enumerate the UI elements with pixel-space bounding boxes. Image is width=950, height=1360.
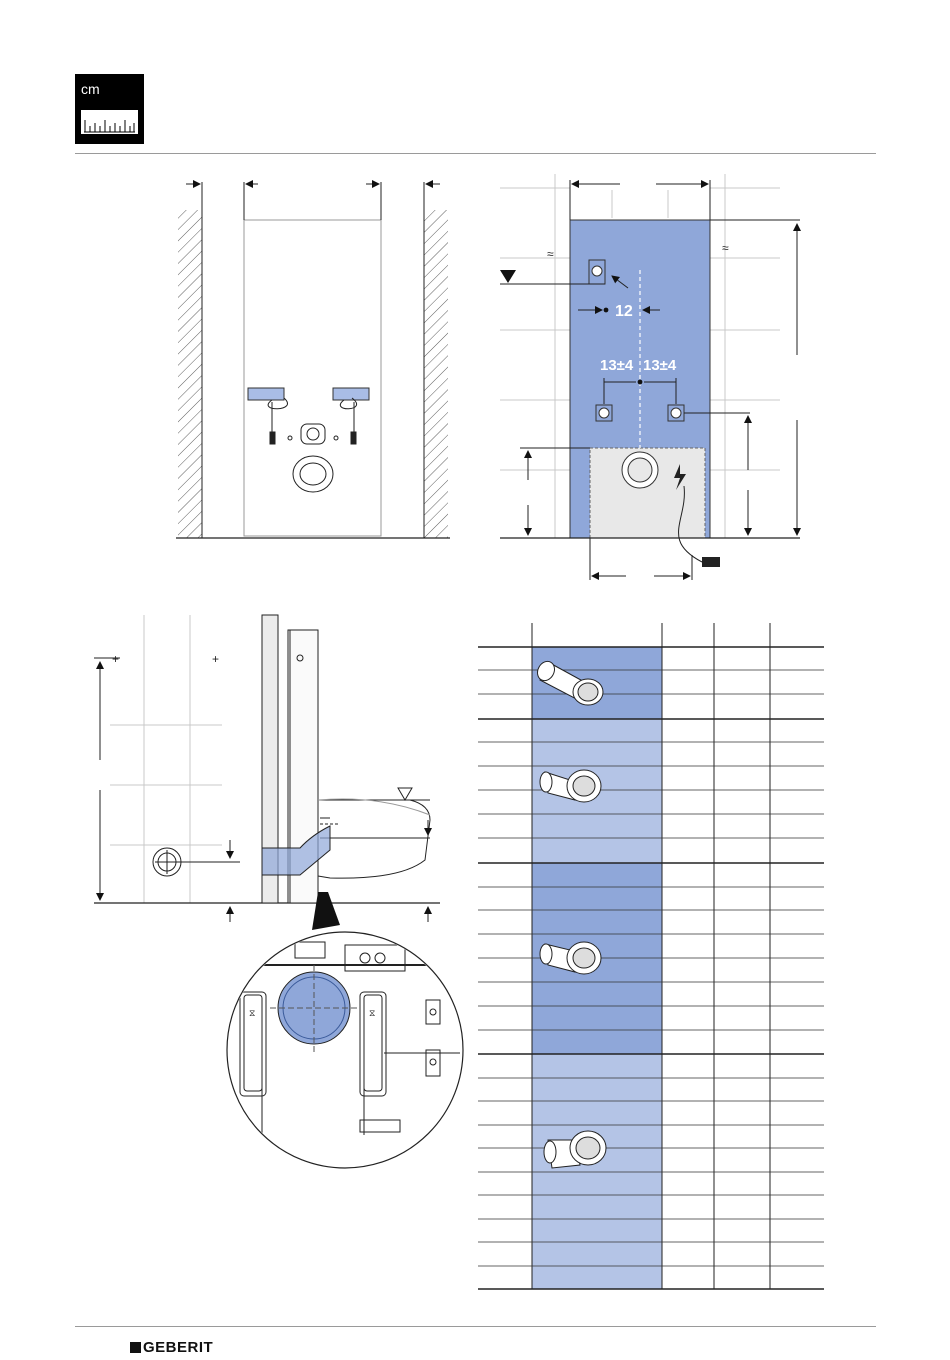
footer-rule xyxy=(75,1326,876,1327)
panel-front-view: ≈ ≈ 12 13±4 13±4 xyxy=(500,174,800,580)
svg-text:⧖: ⧖ xyxy=(249,1008,255,1018)
water-level-triangle-icon xyxy=(500,270,516,283)
svg-text:≈: ≈ xyxy=(722,241,729,255)
offset-right-label: 13±4 xyxy=(643,357,677,374)
svg-text:⧖: ⧖ xyxy=(369,1008,375,1018)
distance-label: 12 xyxy=(615,303,633,320)
logo-square-icon xyxy=(130,1342,141,1353)
side-section-view xyxy=(262,615,430,922)
fittings-table xyxy=(478,623,824,1289)
brand-name: GEBERIT xyxy=(143,1339,213,1356)
elevation-between-walls xyxy=(176,182,450,538)
offset-left-label: 13±4 xyxy=(600,357,634,374)
svg-text:≈: ≈ xyxy=(547,247,554,261)
svg-text:+: + xyxy=(112,652,119,666)
brand-logo: GEBERIT xyxy=(130,1340,213,1356)
detail-circle: ⧖ ⧖ xyxy=(220,932,470,1168)
installation-diagram: ≈ ≈ 12 13±4 13±4 xyxy=(0,0,950,1330)
svg-text:+: + xyxy=(212,652,219,666)
